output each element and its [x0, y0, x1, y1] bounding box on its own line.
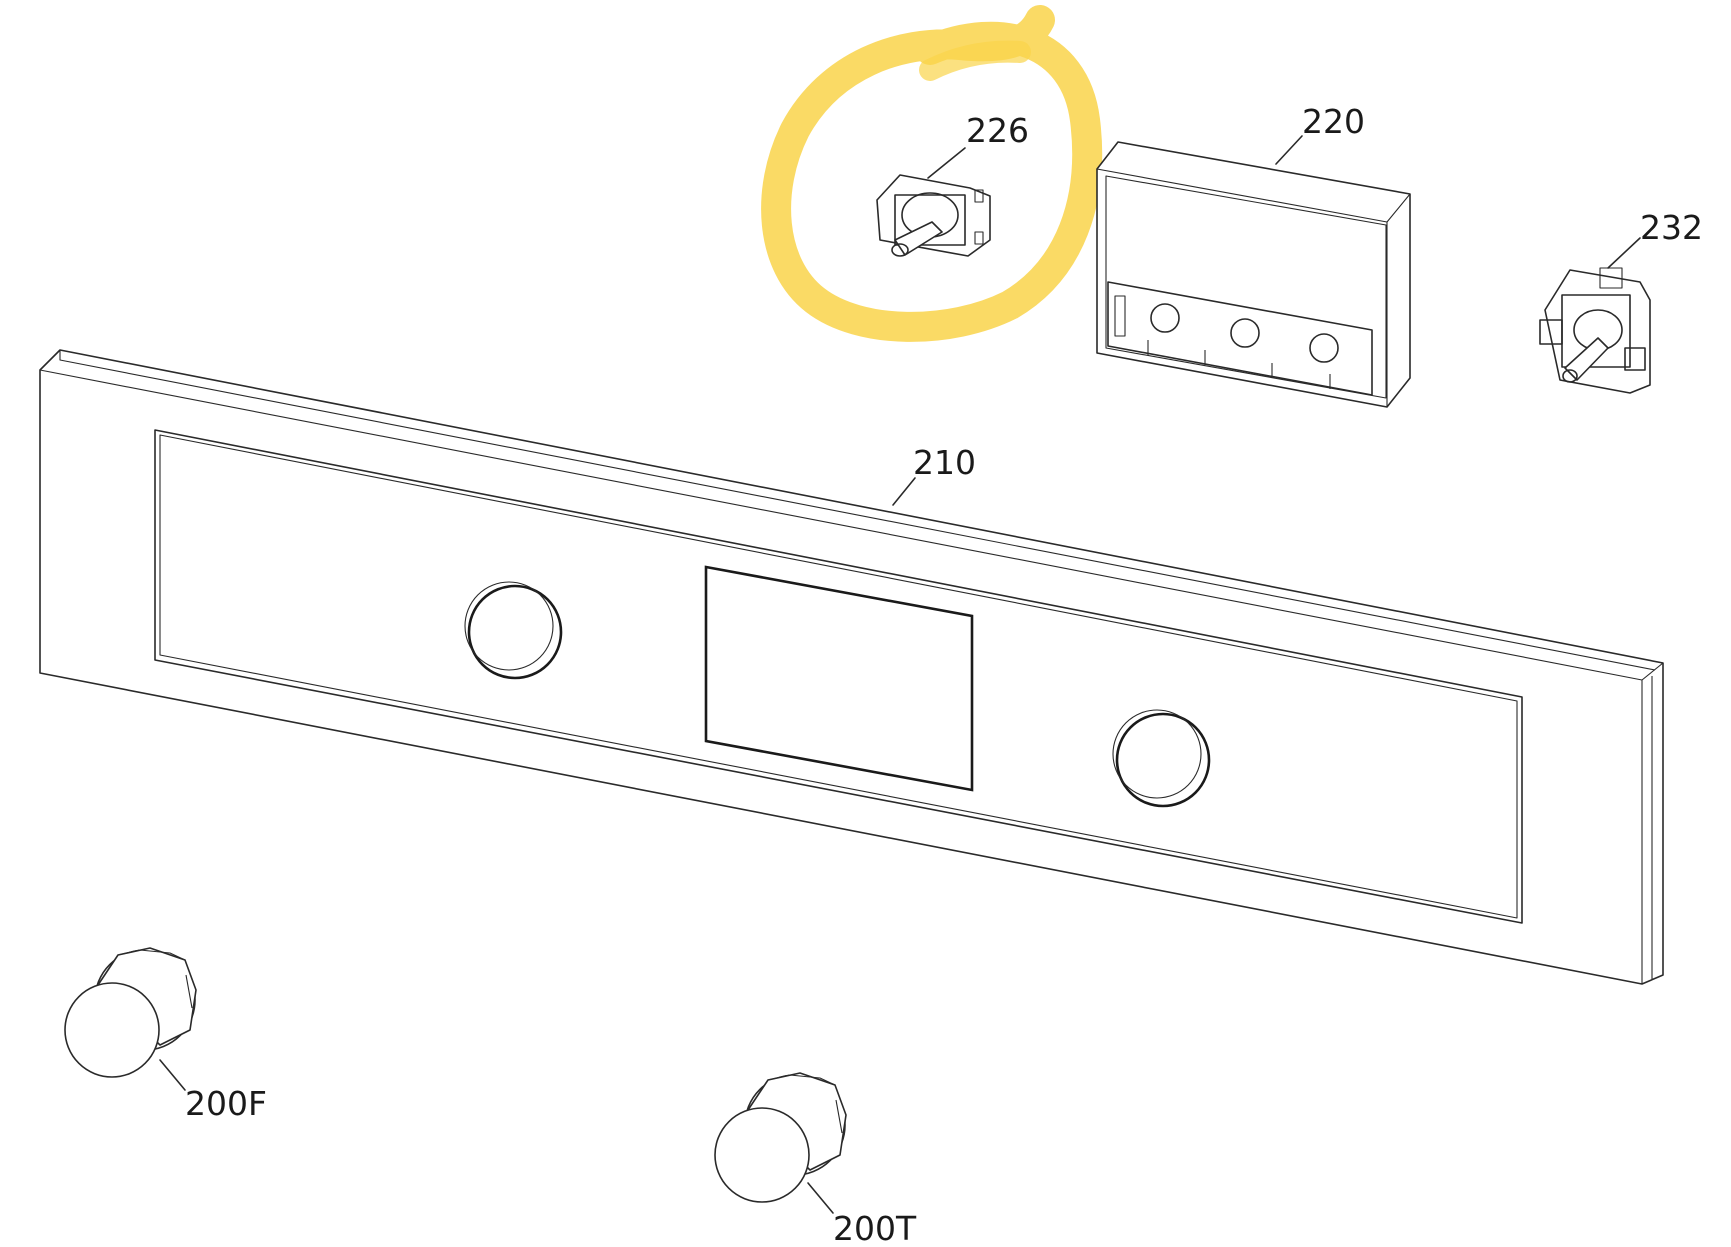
control-panel-210	[39, 349, 1664, 985]
callout-226: 226	[966, 111, 1029, 150]
knob-200T	[714, 1072, 847, 1214]
callout-200F: 200F	[185, 1084, 267, 1123]
bracket-box-220	[1096, 135, 1411, 408]
selector-switch-226	[876, 147, 991, 257]
selector-switch-232	[1539, 237, 1651, 394]
callout-210: 210	[913, 443, 976, 482]
callout-200T: 200T	[833, 1209, 917, 1247]
callout-232: 232	[1640, 208, 1703, 247]
knob-200F	[64, 947, 197, 1091]
callout-220: 220	[1302, 102, 1365, 141]
highlight-circle	[761, 5, 1103, 342]
